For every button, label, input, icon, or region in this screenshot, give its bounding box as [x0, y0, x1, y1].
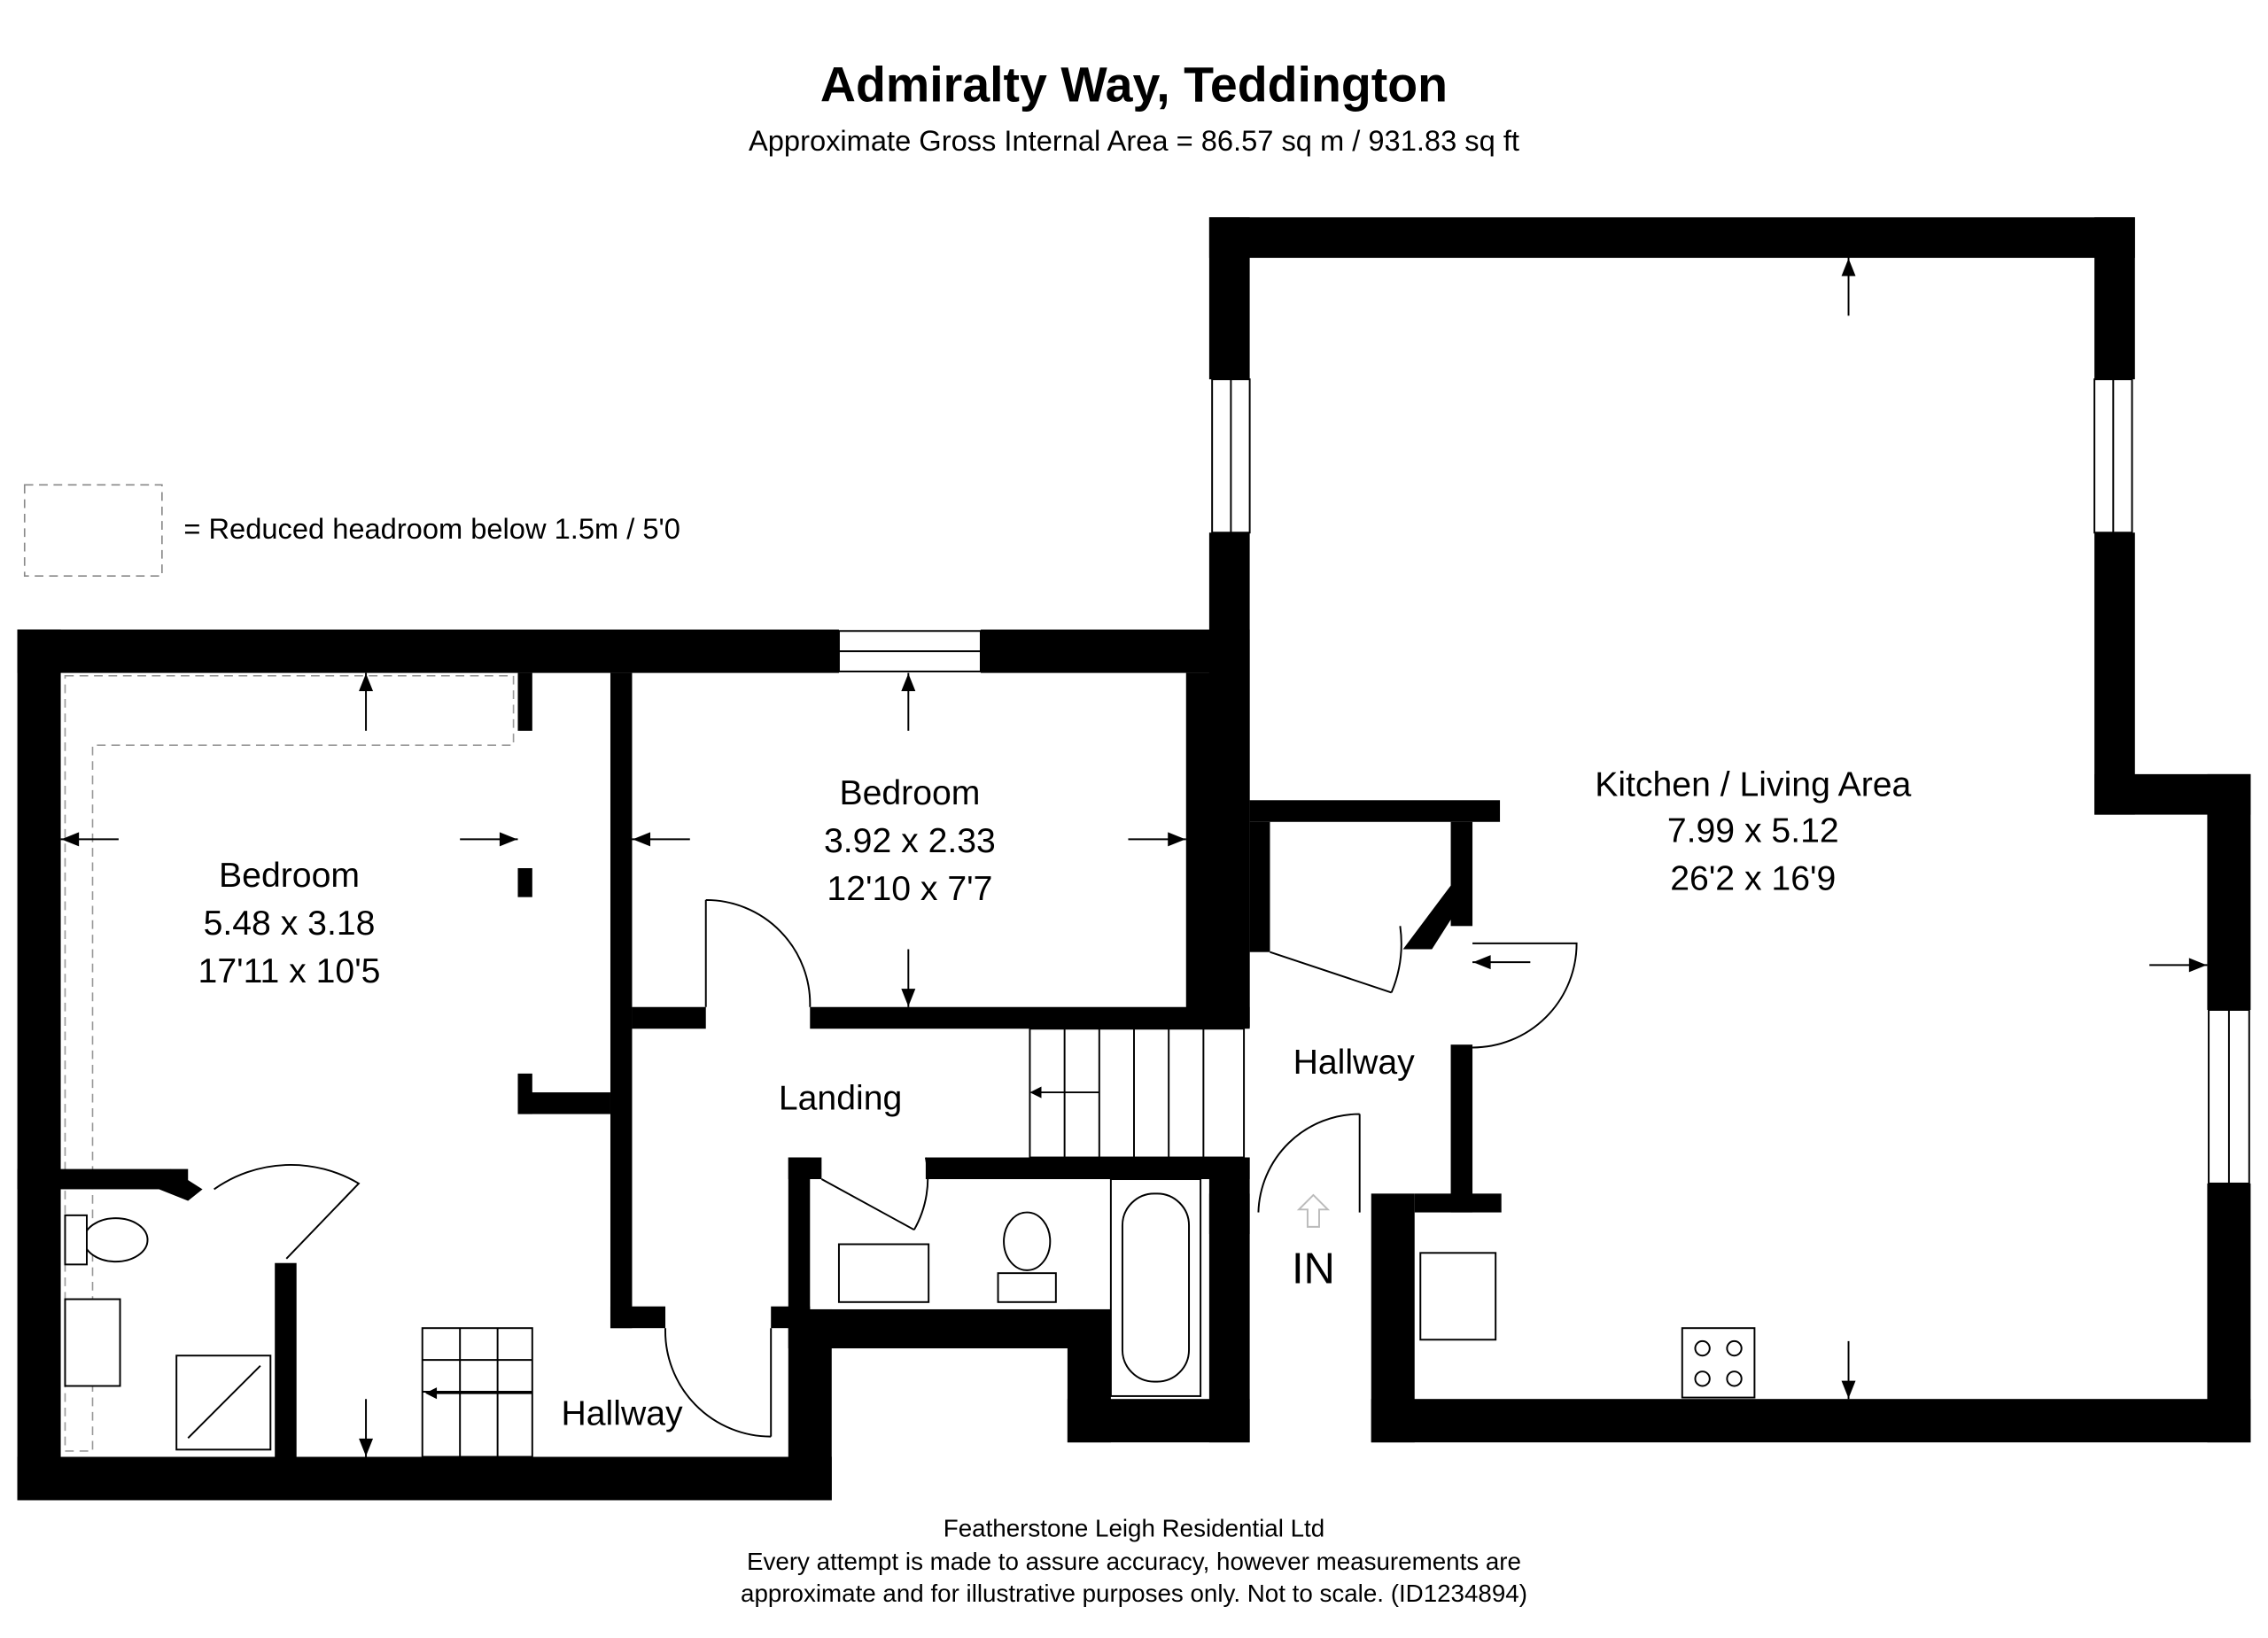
room-metric: 7.99 x 5.12 [1667, 812, 1839, 850]
room-bedroom-2: Bedroom 3.92 x 2.33 12'10 x 7'7 [824, 774, 996, 908]
footer-disclaimer-2: approximate and for illustrative purpose… [741, 1580, 1527, 1607]
room-hallway-lower: Hallway [561, 1395, 683, 1433]
room-name: Kitchen / Living Area [1595, 765, 1911, 803]
room-hallway-upper: Hallway [1293, 1044, 1416, 1082]
walls [17, 217, 2251, 1501]
room-kitchen: Kitchen / Living Area 7.99 x 5.12 26'2 x… [1595, 765, 1911, 897]
room-bedroom-1: Bedroom 5.48 x 3.18 17'11 x 10'5 [198, 857, 381, 990]
windows [837, 378, 2250, 1184]
kitchen-sink [1419, 1252, 1497, 1341]
basin-upstairs [837, 1243, 930, 1303]
hob [1681, 1327, 1756, 1399]
footer-company: Featherstone Leigh Residential Ltd [944, 1514, 1324, 1541]
room-imperial: 26'2 x 16'9 [1670, 860, 1836, 898]
entrance-label: IN [1292, 1246, 1335, 1293]
legend-text: = Reduced headroom below 1.5m / 5'0 [183, 512, 680, 545]
room-imperial: 12'10 x 7'7 [827, 870, 992, 908]
doors [214, 898, 1578, 1438]
room-metric: 3.92 x 2.33 [824, 822, 996, 860]
toilet-upstairs [1003, 1211, 1052, 1271]
room-imperial: 17'11 x 10'5 [198, 952, 381, 990]
reduced-headroom-area [64, 675, 515, 1452]
stairs [421, 1028, 1246, 1458]
fixtures [64, 1178, 1756, 1451]
room-name: Bedroom [839, 774, 980, 812]
plan-title: Admiralty Way, Teddington [820, 58, 1448, 113]
plan-area: Approximate Gross Internal Area = 86.57 … [749, 124, 1519, 157]
toilet-ensuite [82, 1217, 149, 1263]
measurement-arrows [60, 258, 2208, 1457]
room-metric: 5.48 x 3.18 [204, 904, 376, 943]
reduced-headroom-swatch [23, 484, 163, 578]
room-landing: Landing [779, 1080, 902, 1118]
room-name: Bedroom [219, 857, 360, 895]
basin-ensuite [64, 1298, 121, 1387]
footer-disclaimer-1: Every attempt is made to assure accuracy… [747, 1548, 1521, 1575]
